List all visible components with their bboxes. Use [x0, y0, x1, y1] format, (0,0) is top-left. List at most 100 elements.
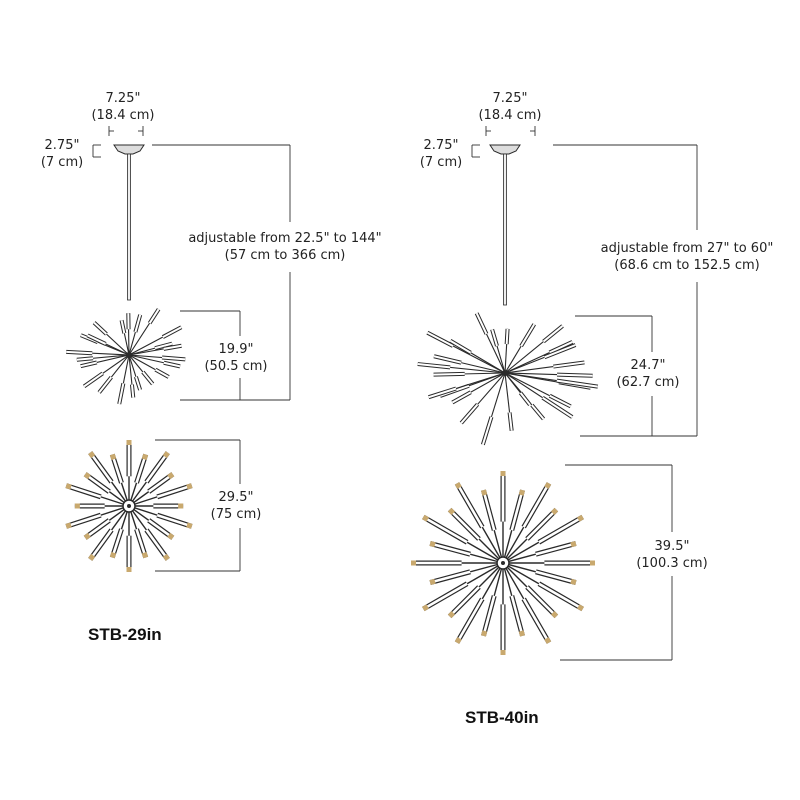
right-body-height-cm: (62.7 cm) — [616, 375, 680, 390]
arm-cap — [65, 522, 72, 529]
arm-tube-inner — [134, 314, 142, 333]
arm-tube-inner — [556, 379, 598, 388]
arm-tube-inner — [505, 328, 509, 345]
arm-tube-inner — [161, 356, 186, 361]
arm-cap — [429, 541, 436, 548]
canopy — [113, 144, 145, 155]
right-top-view — [411, 471, 595, 655]
arm-tube-inner — [148, 308, 160, 324]
arm-tube-inner — [87, 334, 107, 345]
arm-tube-inner — [455, 482, 484, 528]
arm-cap — [551, 507, 559, 515]
arm-tube-inner — [535, 570, 577, 584]
arm-tube-inner — [520, 323, 536, 347]
arm-tube-inner — [549, 341, 573, 354]
arm-tube-inner — [460, 403, 479, 424]
arm-cap — [162, 553, 170, 561]
arm-tube-inner — [510, 595, 524, 637]
arm-tube-inner — [89, 529, 113, 561]
arm-tube-inner — [482, 489, 496, 531]
arm-tube-inner — [417, 363, 451, 369]
arm-tube-inner — [433, 372, 465, 376]
arm-tube-inner — [526, 586, 558, 618]
left-model-label: STB-29in — [88, 625, 162, 644]
arm-cap — [481, 489, 488, 496]
arm-tube-inner — [66, 350, 93, 355]
arm-tube-inner — [491, 329, 498, 347]
canopy — [489, 144, 521, 155]
arm-tube-inner — [519, 392, 531, 406]
arm-tube-inner — [422, 582, 468, 611]
arm-tube-inner — [433, 355, 462, 364]
arm-cap — [88, 451, 96, 459]
arm-tube-inner — [455, 598, 484, 644]
arm-cap — [109, 453, 117, 461]
arm-tube-inner — [556, 373, 593, 377]
arm-cap — [422, 514, 429, 522]
arm-cap — [544, 637, 552, 644]
arm-cap — [454, 482, 462, 489]
arm-tube-inner — [542, 396, 573, 418]
hub-inner — [127, 504, 131, 508]
left-body-height: 19.9" — [218, 342, 254, 357]
arm-tube-inner — [544, 344, 576, 359]
arm-tube-inner — [65, 513, 102, 528]
left-canopy-height: 2.75" — [44, 138, 80, 153]
arm-tube-inner — [154, 368, 170, 378]
arm-tube-inner — [482, 595, 496, 637]
arm-tube-inner — [522, 598, 551, 644]
arm-tube-inner — [510, 489, 524, 531]
arm-tube-inner — [508, 412, 513, 431]
arm-tube-inner — [163, 344, 182, 350]
arm-cap — [186, 483, 193, 490]
arm-cap — [447, 507, 455, 515]
arm-cap — [518, 630, 525, 637]
arm-tube-inner — [93, 321, 108, 335]
arm-tube-inner — [449, 339, 472, 354]
right-canopy-height-cm: (7 cm) — [419, 155, 463, 170]
arm-cap — [481, 630, 488, 637]
arm-tube-inner — [98, 376, 113, 394]
arm-tube-inner — [451, 391, 472, 404]
stem — [127, 153, 131, 301]
arm-tube-inner — [156, 484, 193, 499]
arm-cap — [570, 541, 577, 548]
arm-cap — [422, 604, 429, 612]
left-canopy-width: 7.25" — [105, 91, 141, 106]
arm-tube-inner — [134, 376, 142, 391]
arm-tube-inner — [531, 404, 545, 420]
arm-cap — [577, 604, 584, 612]
right-canopy-height: 2.75" — [423, 138, 459, 153]
arm-cap — [83, 472, 91, 480]
arm-tube-inner — [89, 451, 113, 483]
arm-cap — [447, 611, 455, 619]
dimension-lines — [92, 126, 698, 661]
arm-cap — [141, 453, 149, 461]
arm-tube-inner — [162, 326, 182, 338]
arm-cap — [162, 451, 170, 459]
right-diameter: 39.5" — [654, 539, 690, 554]
arm-cap — [109, 551, 117, 559]
arm-tube-inner — [80, 361, 98, 368]
arm-cap — [186, 522, 193, 529]
left-canopy-width-cm: (18.4 cm) — [91, 108, 155, 123]
arm-tube-inner — [156, 513, 193, 528]
left-diameter-cm: (75 cm) — [210, 507, 262, 522]
arm-cap — [141, 551, 149, 559]
arm-cap — [167, 472, 175, 480]
right-canopy-width: 7.25" — [492, 91, 528, 106]
arm-tube-inner — [163, 361, 181, 368]
right-adjustable: adjustable from 27" to 60" — [600, 241, 774, 256]
hub — [502, 370, 508, 376]
arm-cap — [551, 611, 559, 619]
arm-cap — [65, 483, 72, 490]
left-side-view — [66, 144, 186, 405]
right-diameter-cm: (100.3 cm) — [636, 556, 708, 571]
arm-tube-inner — [426, 331, 454, 347]
arm-tube-inner — [429, 570, 471, 584]
arm-tube-inner — [538, 582, 584, 611]
left-body-height-cm: (50.5 cm) — [204, 359, 268, 374]
stem — [503, 153, 507, 306]
